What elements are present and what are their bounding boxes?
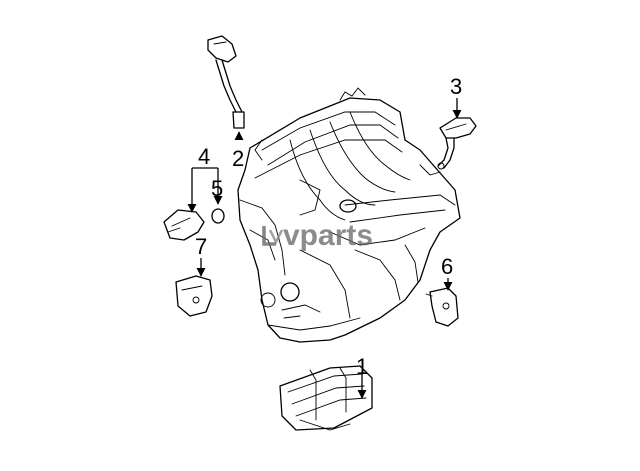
part-3-ignition-coil bbox=[437, 98, 477, 170]
part-1-control-module bbox=[279, 365, 373, 431]
part-7-sensor bbox=[175, 258, 213, 317]
part-5-o-ring bbox=[211, 168, 225, 224]
callout-5: 5 bbox=[211, 176, 223, 201]
engine-block bbox=[237, 87, 461, 343]
watermark: vparts bbox=[262, 219, 373, 252]
callout-7: 7 bbox=[195, 234, 207, 259]
lv-logo-icon bbox=[262, 226, 284, 246]
watermark-text: vparts bbox=[283, 219, 373, 252]
callout-1: 1 bbox=[356, 354, 368, 379]
callout-3: 3 bbox=[450, 74, 462, 99]
part-6-sensor bbox=[425, 278, 459, 327]
part-4-camshaft-sensor bbox=[163, 167, 218, 241]
part-2-ignition-coil bbox=[207, 35, 245, 141]
callout-4: 4 bbox=[198, 144, 210, 169]
callout-2: 2 bbox=[232, 146, 244, 171]
callout-6: 6 bbox=[441, 254, 453, 279]
